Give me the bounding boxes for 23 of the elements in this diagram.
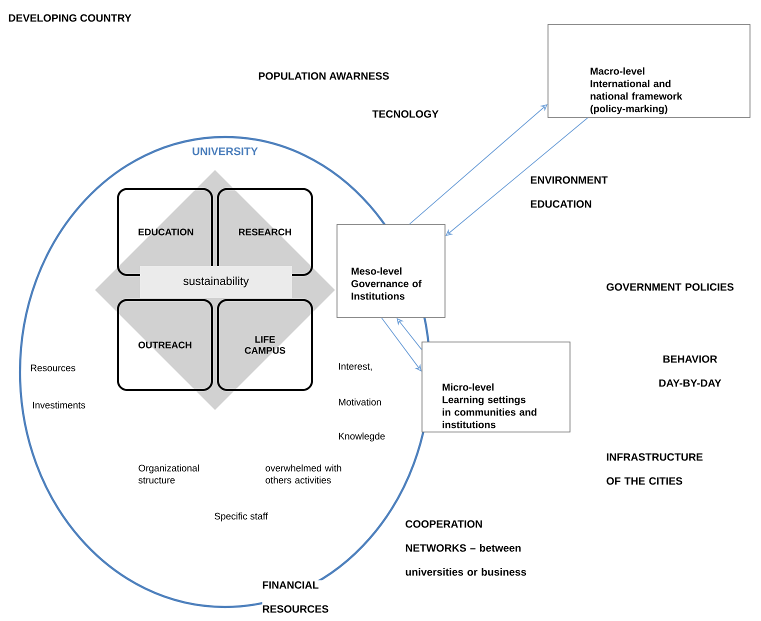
level-box: Macro-level International and national framework (policy-marking) xyxy=(548,24,750,118)
factor-text: Motivation xyxy=(339,398,381,406)
caps-text: TECNOLOGY xyxy=(372,110,439,118)
rounded-box: LIFE CAMPUS xyxy=(217,299,313,391)
factor-text: Investiments xyxy=(33,402,86,408)
factor-text: overwhelmed with others activities xyxy=(266,464,342,484)
level-box: Meso-level Governance of Institutions xyxy=(336,224,446,318)
caps-text: BEHAVIOR DAY-BY-DAY xyxy=(659,355,722,387)
sustainability-band: sustainability xyxy=(140,266,292,298)
caps-text: ENVIRONMENT EDUCATION xyxy=(530,176,608,208)
caps-text: INFRASTRUCTURE OF THE CITIES xyxy=(606,453,703,485)
caps-text: DEVELOPING COUNTRY xyxy=(8,14,132,22)
caps-text: POPULATION AWARNESS xyxy=(258,72,389,80)
factor-text: Resources xyxy=(31,364,76,372)
caps-text: FINANCIAL RESOURCES xyxy=(262,580,342,614)
rounded-box: OUTREACH xyxy=(117,299,213,391)
factor-text: Knowlegde xyxy=(339,432,385,442)
caps-text: GOVERNMENT POLICIES xyxy=(606,283,734,291)
caps-text: COOPERATION NETWORKS – between universities or business xyxy=(406,520,526,576)
level-box: Micro-level Learning settings in communities and institutions xyxy=(422,342,570,432)
factor-text: Interest, xyxy=(339,363,372,371)
factor-text: Organizational structure xyxy=(138,464,199,484)
factor-text: Specific staff xyxy=(214,512,268,522)
